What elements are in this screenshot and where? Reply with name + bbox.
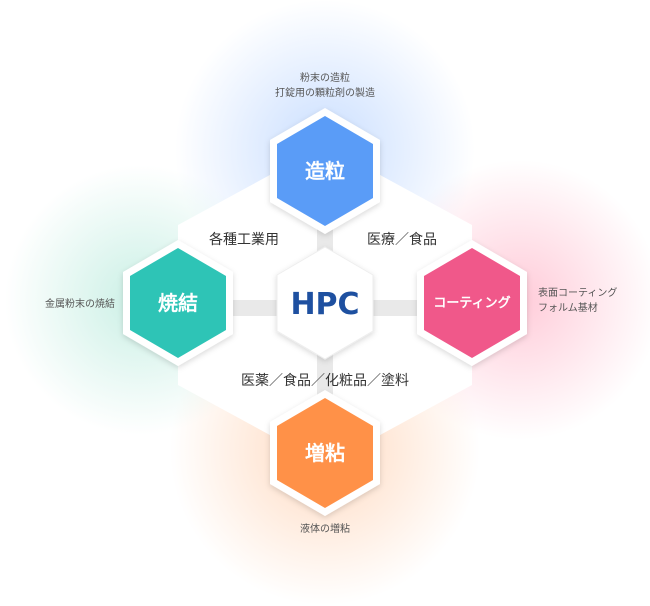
center-hexagon (276, 246, 374, 360)
label-industrial: 各種工業用 (209, 232, 279, 248)
desc-granulation-line2: 打錠用の顆粒剤の製造 (275, 86, 375, 99)
node-thickening-label: 増粘 (305, 441, 345, 465)
node-sintering-label: 焼結 (158, 291, 198, 315)
desc-thickening: 液体の増粘 (300, 522, 350, 535)
node-coating-hexagon (424, 248, 520, 358)
desc-granulation-line1: 粉末の造粒 (300, 71, 350, 84)
desc-coating-line2: フォルム基材 (538, 301, 598, 314)
node-thickening-hexagon (277, 398, 373, 508)
desc-coating-line1: 表面コーティング (538, 286, 617, 299)
label-medical-food: 医療／食品 (367, 231, 437, 248)
node-coating-label: コーティング (433, 295, 510, 311)
node-granulation-label: 造粒 (305, 159, 345, 183)
label-pharma-food-cosmetics-paint: 医薬／食品／化粧品／塗料 (241, 372, 409, 389)
hpc-logo: HPC (290, 287, 359, 322)
node-sintering-hexagon (130, 248, 226, 358)
node-granulation-hexagon (277, 116, 373, 226)
desc-sintering: 金属粉末の焼結 (45, 297, 115, 310)
